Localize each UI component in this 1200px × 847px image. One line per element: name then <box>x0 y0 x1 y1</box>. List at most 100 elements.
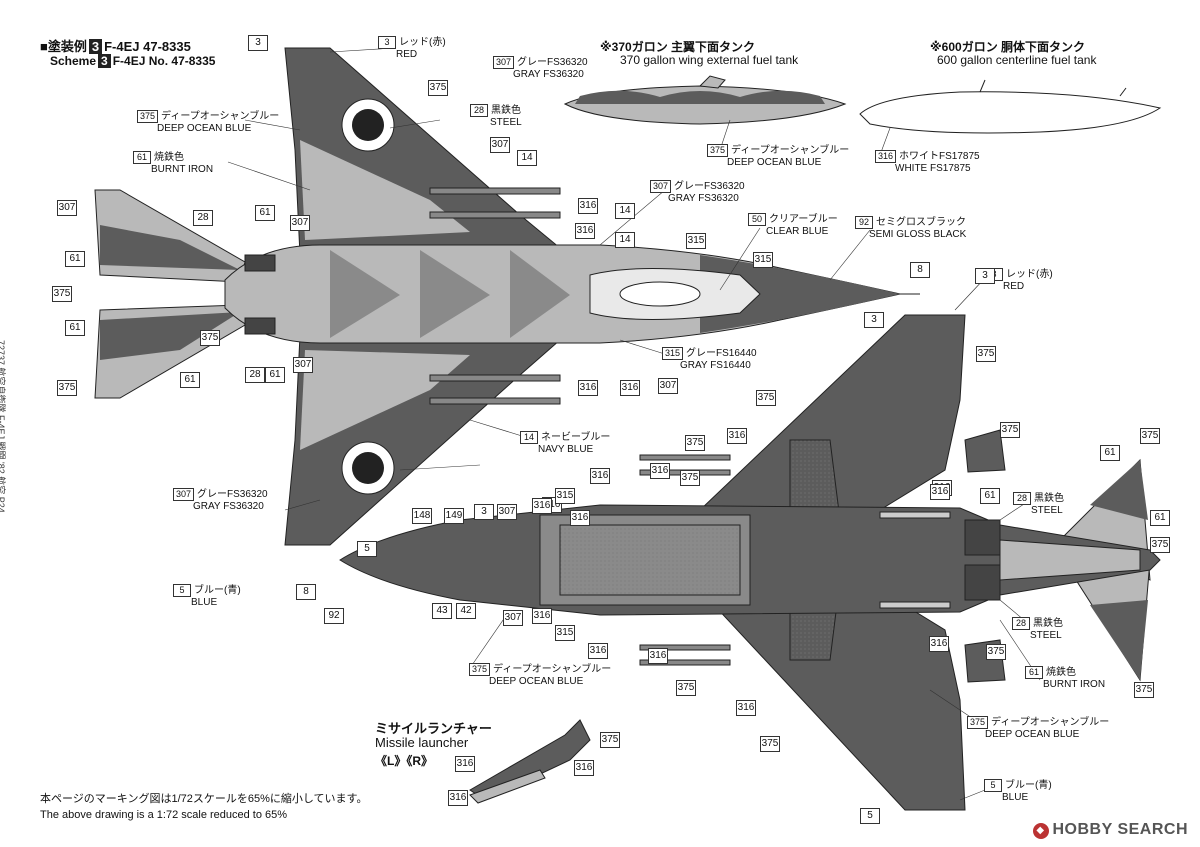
logo-text: HOBBY SEARCH <box>1052 821 1188 838</box>
part-tag: 307 <box>490 137 510 153</box>
part-tag: 14 <box>517 150 537 166</box>
side-caption: 72737 航空自衛隊 F-4EJ 戦闘 '82 航空 P24 <box>0 340 6 513</box>
part-tag: 3 <box>975 268 995 284</box>
part-tag: 316 <box>930 484 950 500</box>
part-tag: 316 <box>575 223 595 239</box>
part-tag: 61 <box>1100 445 1120 461</box>
part-tag: 43 <box>432 603 452 619</box>
part-tag: 375 <box>200 330 220 346</box>
part-tag: 28 <box>193 210 213 226</box>
part-tag: 316 <box>448 790 468 806</box>
part-tag: 61 <box>980 488 1000 504</box>
scheme-title-jp: 塗装例 <box>47 39 87 54</box>
part-tag: 307 <box>658 378 678 394</box>
part-tag: 61 <box>1150 510 1170 526</box>
missile-launcher-drawing <box>469 719 591 804</box>
part-tag: 316 <box>590 468 610 484</box>
part-tag: 316 <box>570 510 590 526</box>
part-tag: 42 <box>456 603 476 619</box>
part-tag: 316 <box>620 380 640 396</box>
aircraft-id-en: F-4EJ No. 47-8335 <box>112 54 216 68</box>
hobby-search-logo: ◆HOBBY SEARCH <box>1032 821 1189 839</box>
part-tag: 316 <box>727 428 747 444</box>
part-tag: 315 <box>753 252 773 268</box>
part-tag: 375 <box>57 380 77 396</box>
part-tag: 316 <box>532 608 552 624</box>
part-tag: 3 <box>248 35 268 51</box>
part-tag: 61 <box>180 372 200 388</box>
bottom-view-aircraft <box>339 314 1161 811</box>
part-tag: 8 <box>910 262 930 278</box>
part-tag: 375 <box>676 680 696 696</box>
part-tag: 92 <box>324 608 344 624</box>
part-tag: 375 <box>428 80 448 96</box>
part-tag: 375 <box>1134 682 1154 698</box>
part-tag: 375 <box>1150 537 1170 553</box>
part-tag: 307 <box>293 357 313 373</box>
part-tag: 375 <box>756 390 776 406</box>
part-tag: 316 <box>648 648 668 664</box>
tank600-title-jp: ※600ガロン 胴体下面タンク <box>930 40 1086 54</box>
scheme-number-badge: 3 <box>88 39 103 54</box>
launcher-title-en: Missile launcher <box>375 735 469 750</box>
part-tag: 375 <box>1140 428 1160 444</box>
part-tag: 316 <box>578 380 598 396</box>
part-tag: 375 <box>760 736 780 752</box>
part-tag: 316 <box>588 643 608 659</box>
part-tag: 316 <box>736 700 756 716</box>
part-tag: 3 <box>474 504 494 520</box>
launcher-lr: 《L》《R》 <box>375 754 433 768</box>
part-tag: 5 <box>357 541 377 557</box>
part-tag: 315 <box>555 488 575 504</box>
part-tag: 375 <box>680 470 700 486</box>
tank370-title-en: 370 gallon wing external fuel tank <box>620 53 799 67</box>
part-tag: 315 <box>555 625 575 641</box>
part-tag: 307 <box>497 504 517 520</box>
fuel-tank-370 <box>563 75 847 125</box>
part-tag: 5 <box>860 808 880 824</box>
part-tag: 61 <box>65 320 85 336</box>
part-tag: 375 <box>1000 422 1020 438</box>
part-tag: 3 <box>864 312 884 328</box>
part-tag: 375 <box>685 435 705 451</box>
part-tag: 307 <box>503 610 523 626</box>
part-tag: 61 <box>255 205 275 221</box>
part-tag: 148 <box>412 508 432 524</box>
part-tag: 14 <box>615 232 635 248</box>
bullet: ■ <box>40 39 48 54</box>
part-tag: 315 <box>686 233 706 249</box>
part-tag: 316 <box>532 498 552 514</box>
scheme-label: Scheme <box>50 54 97 68</box>
part-tag: 307 <box>57 200 77 216</box>
part-tag: 316 <box>455 756 475 772</box>
part-tag: 61 <box>265 367 285 383</box>
aircraft-id-jp: F-4EJ 47-8335 <box>104 39 191 54</box>
part-tag: 375 <box>986 644 1006 660</box>
scheme-number-badge-en: 3 <box>98 54 111 68</box>
part-tag: 316 <box>650 463 670 479</box>
footer-note-en: The above drawing is a 1:72 scale reduce… <box>40 809 288 821</box>
part-tag: 375 <box>976 346 996 362</box>
part-tag: 316 <box>574 760 594 776</box>
tank370-title-jp: ※370ガロン 主翼下面タンク <box>600 40 756 54</box>
top-view-aircraft <box>94 47 920 546</box>
hobby-search-logo-icon: ◆ <box>1032 823 1049 839</box>
part-tag: 28 <box>245 367 265 383</box>
